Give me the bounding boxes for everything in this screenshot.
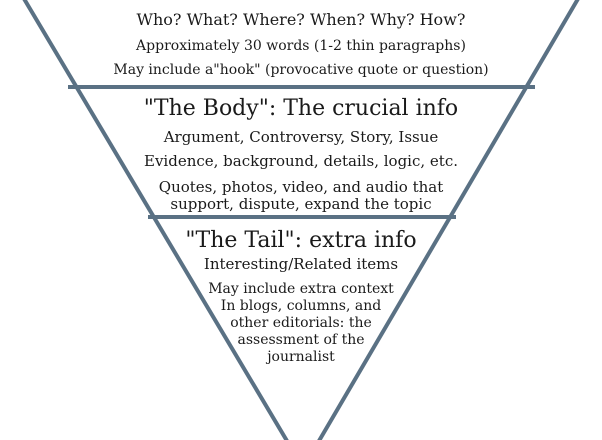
top-line-2: Approximately 30 words (1-2 thin paragra… (136, 38, 466, 54)
top-line-1: Who? What? Where? When? Why? How? (136, 10, 466, 29)
tail-heading: "The Tail": extra info (185, 228, 417, 253)
body-line-3: Quotes, photos, video, and audio that (158, 178, 444, 196)
tail-line-6: journalist (267, 349, 335, 365)
tail-line-5: assessment of the (237, 332, 365, 348)
tail-line-2: May include extra context (208, 281, 394, 297)
tail-line-3: In blogs, columns, and (220, 298, 382, 314)
tail-line-4: other editorials: the (230, 315, 372, 331)
body-line-2: Evidence, background, details, logic, et… (144, 152, 458, 170)
tail-line-1: Interesting/Related items (203, 255, 399, 273)
body-line-1: Argument, Controversy, Story, Issue (163, 128, 439, 146)
body-heading: "The Body": The crucial info (143, 96, 459, 121)
body-line-4: support, dispute, expand the topic (170, 195, 432, 213)
top-line-3: May include a"hook" (provocative quote o… (113, 62, 489, 78)
